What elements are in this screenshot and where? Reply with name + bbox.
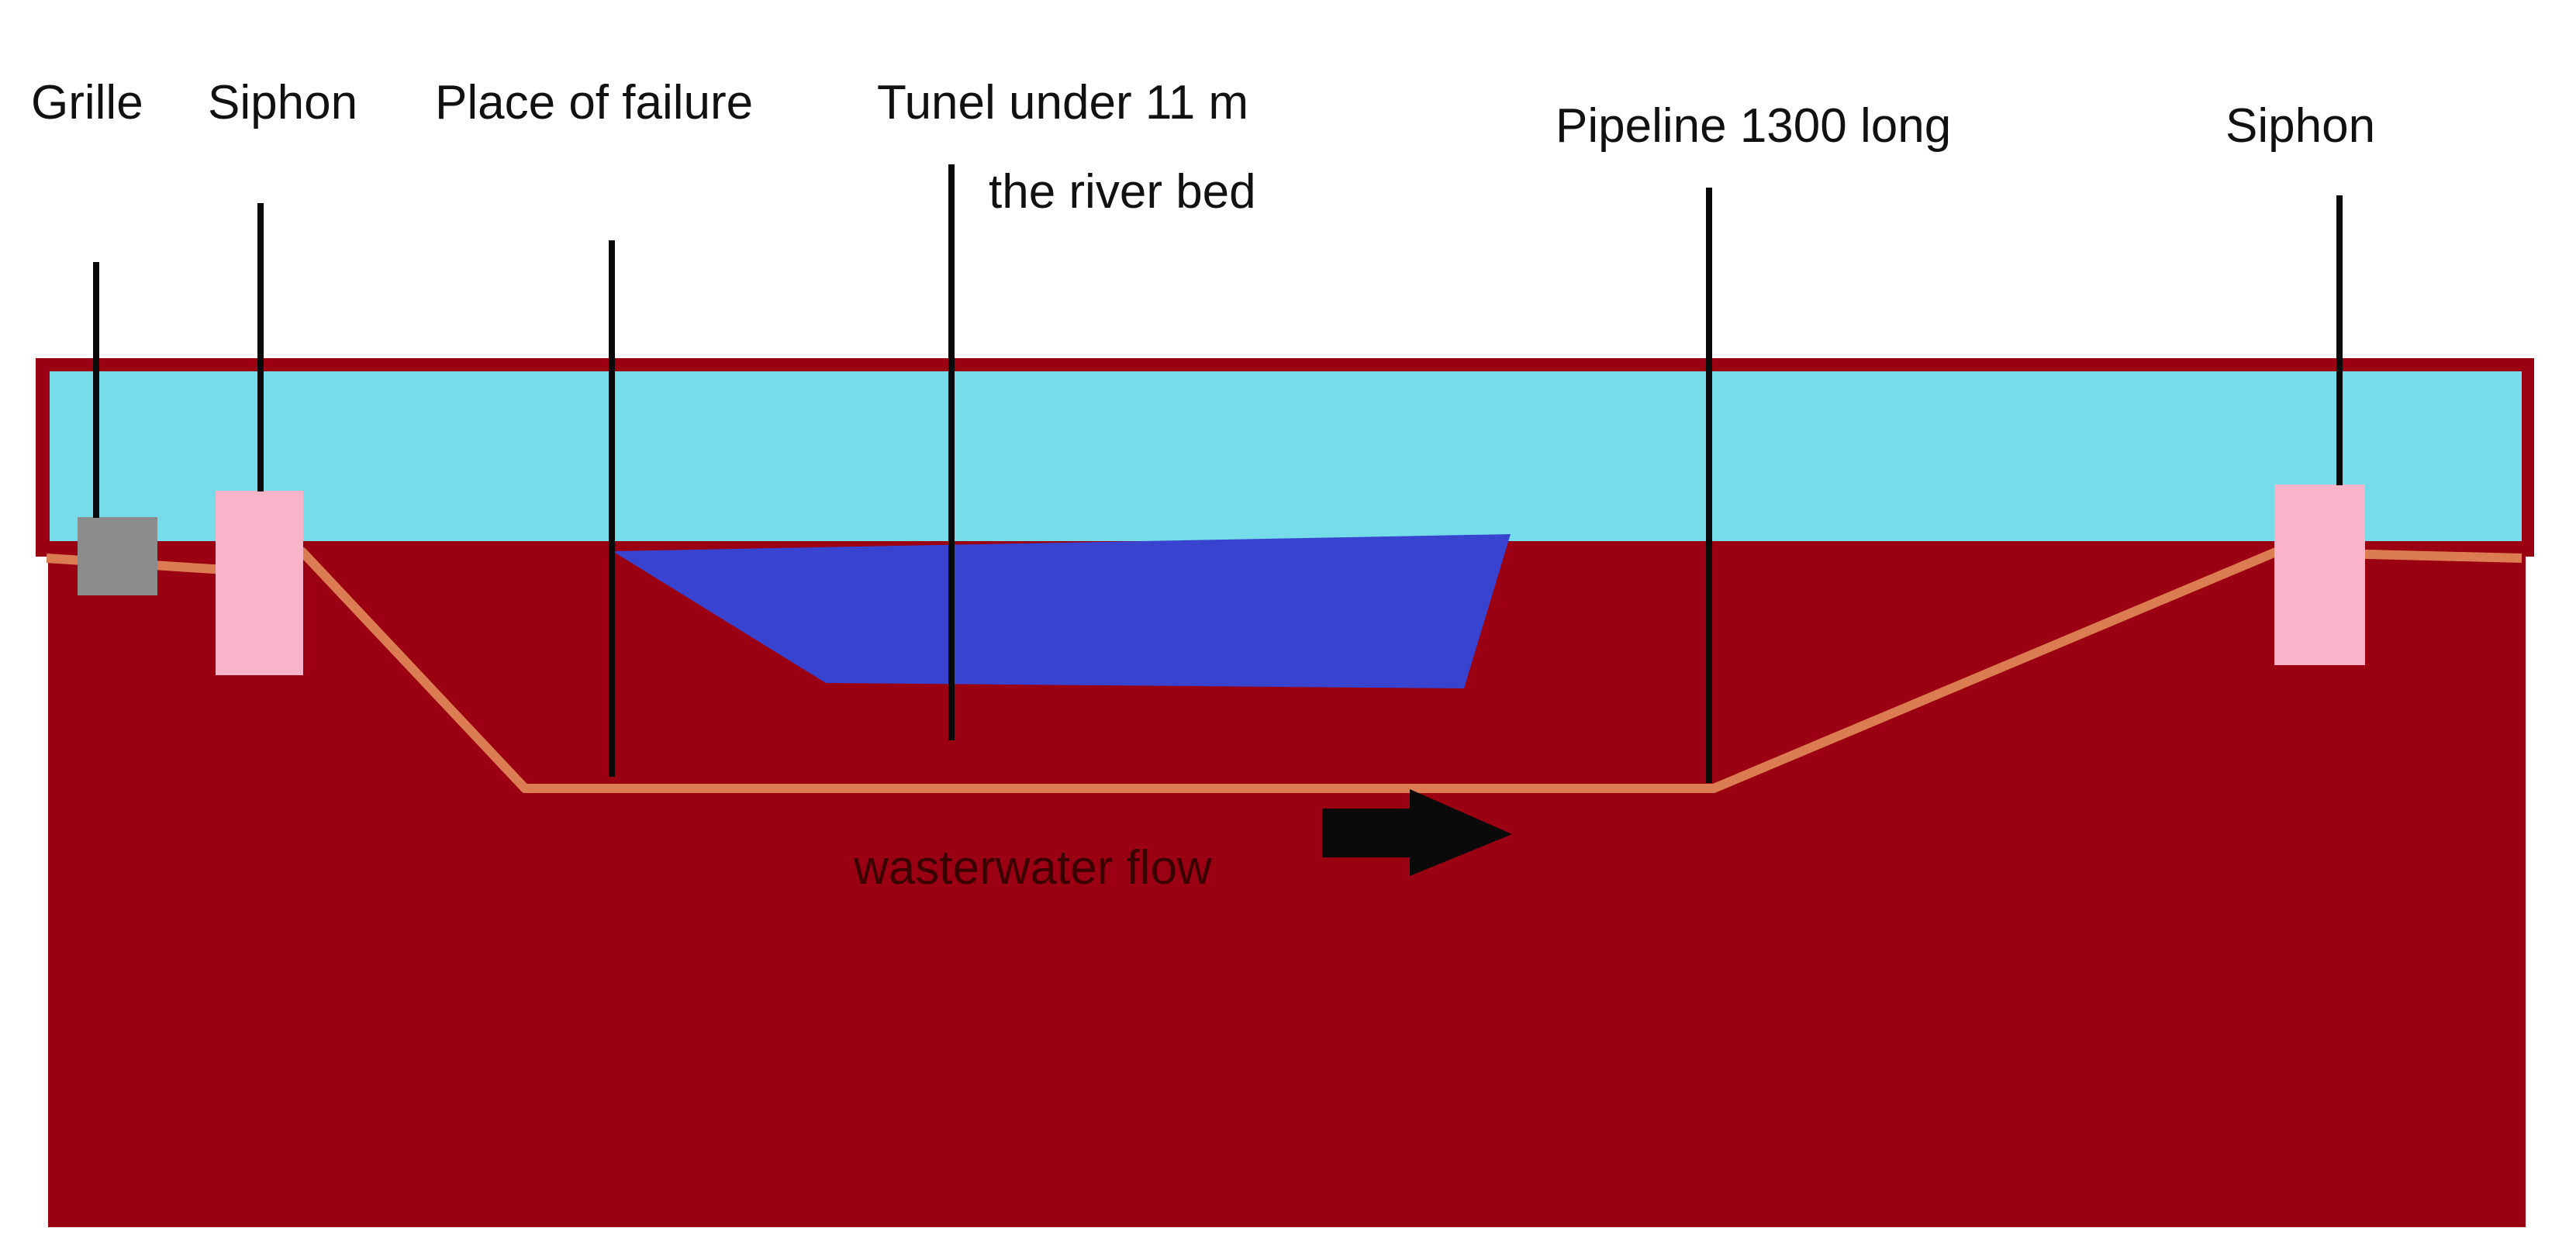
grille-label: Grille <box>31 76 143 129</box>
failure-label: Place of failure <box>435 76 753 129</box>
flow-label: wasterwater flow <box>853 841 1212 895</box>
failure-zone <box>613 534 1511 688</box>
siphon-left-label: Siphon <box>208 76 357 129</box>
pipeline-label: Pipeline 1300 long <box>1556 99 1951 153</box>
tunnel-label-line1: Tunel under 11 m <box>877 76 1248 129</box>
right-arrow-icon <box>1322 789 1512 876</box>
tunnel-label-line2: the river bed <box>989 165 1256 219</box>
siphon-right-box <box>2274 485 2365 665</box>
siphon-right-label: Siphon <box>2226 99 2375 153</box>
siphon-left-box <box>216 491 303 675</box>
river-water <box>50 371 2522 541</box>
grille-box <box>78 517 157 595</box>
